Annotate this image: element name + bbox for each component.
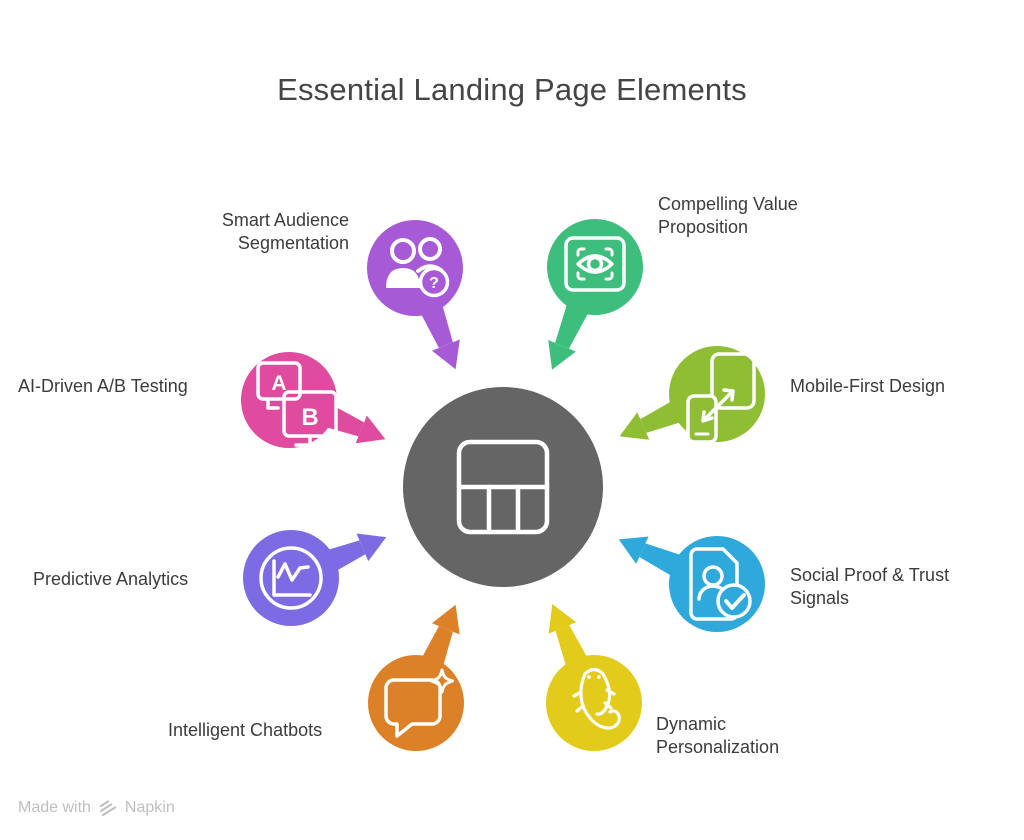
ab-monitors-icon: A B: [256, 361, 338, 447]
arrow-head-mobile-first: [619, 412, 650, 440]
monitor-a-glyph: A: [271, 372, 286, 395]
node-circle-chatbots: [368, 655, 464, 751]
arrow-head-smart-audience: [432, 339, 460, 370]
label-social-proof-trust-signals: Social Proof & Trust Signals: [790, 565, 950, 608]
chat-sparkle-icon: [384, 668, 454, 738]
label-mobile-first-design: Mobile-First Design: [790, 376, 946, 396]
label-ai-driven-ab-testing: AI-Driven A/B Testing: [18, 376, 188, 396]
napkin-logo-icon: [99, 800, 117, 817]
chameleon-icon: [572, 667, 621, 730]
arrow-head-predictive-analytics: [356, 533, 387, 562]
watermark-brand: Napkin: [124, 799, 175, 816]
label-dynamic-personalization: Dynamic Personalization: [656, 714, 780, 757]
label-compelling-value-proposition: Compelling Value Proposition: [658, 194, 798, 237]
node-circle-compelling-value: [547, 219, 643, 315]
question-badge-glyph: ?: [429, 275, 439, 292]
monitor-b-glyph: B: [301, 404, 318, 431]
arrow-head-personalization: [548, 604, 577, 634]
arrow-head-ab-testing: [355, 415, 386, 444]
label-predictive-analytics: Predictive Analytics: [33, 569, 189, 589]
node-circle-smart-audience: [367, 220, 463, 316]
eye-scan-icon: [564, 236, 626, 292]
label-intelligent-chatbots: Intelligent Chatbots: [168, 720, 323, 740]
label-smart-audience-segmentation: Smart Audience Segmentation: [221, 210, 349, 253]
tablet-phone-icon: [686, 352, 756, 444]
arrow-head-chatbots: [431, 604, 460, 635]
landing-page-wireframe-icon: [456, 439, 550, 535]
node-circle-personalization: [546, 655, 642, 751]
users-question-icon: ?: [386, 237, 450, 298]
chart-circle-icon: [259, 546, 323, 610]
arrow-head-compelling-value: [548, 340, 576, 370]
watermark-prefix: Made with: [18, 799, 91, 816]
arrow-head-social-proof: [618, 536, 649, 564]
document-user-check-icon: [689, 547, 752, 621]
page-title: Essential Landing Page Elements: [277, 72, 747, 107]
watermark: Made with Napkin: [18, 798, 175, 818]
